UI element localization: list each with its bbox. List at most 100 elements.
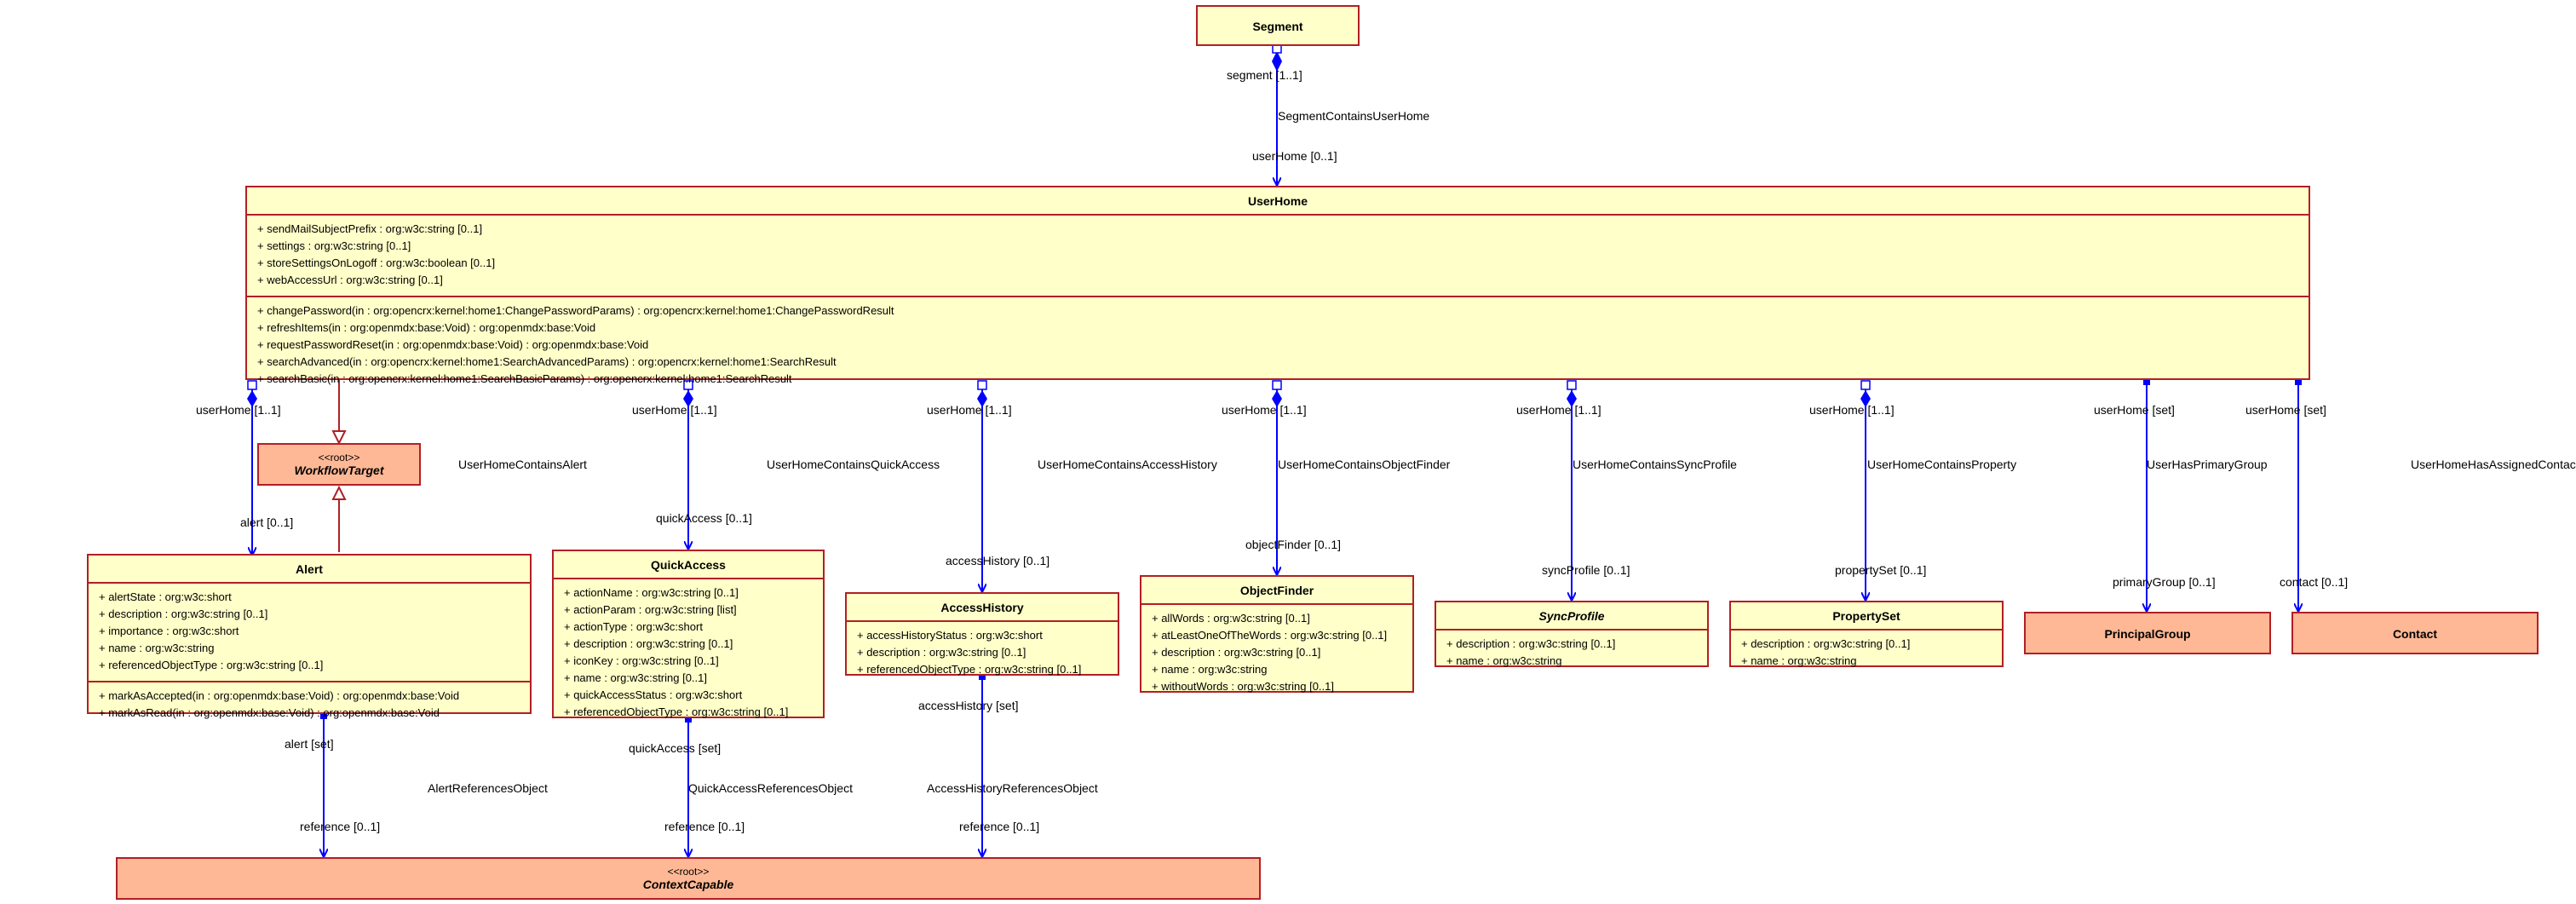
- class-segment[interactable]: Segment: [1196, 5, 1360, 46]
- attribute: + referencedObjectType : org:w3c:string …: [857, 663, 1082, 676]
- role-label: propertySet [0..1]: [1835, 563, 1927, 577]
- attribute: + iconKey : org:w3c:string [0..1]: [564, 654, 719, 667]
- role-label: userHome [1..1]: [1222, 403, 1307, 417]
- role-label: userHome [1..1]: [1516, 403, 1601, 417]
- association-name: UserHomeContainsObjectFinder: [1278, 458, 1451, 471]
- composition-diamond-segment: [1272, 51, 1282, 72]
- operation: + searchAdvanced(in : org:opencrx:kernel…: [257, 355, 837, 368]
- end-marker-contact: [2295, 380, 2302, 385]
- role-label: userHome [1..1]: [632, 403, 717, 417]
- operation: + requestPasswordReset(in : org:openmdx:…: [257, 338, 649, 351]
- association-name: UserHomeHasAssignedContact: [2411, 458, 2576, 471]
- composition-diamond-objectfinder: [1272, 390, 1282, 407]
- class-name-alert: Alert: [296, 562, 323, 576]
- class-contact[interactable]: Contact: [2291, 612, 2539, 654]
- class-quickaccess[interactable]: QuickAccess + actionName : org:w3c:strin…: [552, 550, 825, 718]
- class-propertyset[interactable]: PropertySet + description : org:w3c:stri…: [1729, 601, 2004, 667]
- attribute: + alertState : org:w3c:short: [99, 590, 232, 603]
- class-name-contact: Contact: [2392, 626, 2438, 641]
- class-name-objectfinder: ObjectFinder: [1239, 584, 1314, 597]
- end-marker-alert-ref: [320, 714, 327, 719]
- attributes-objectfinder: + allWords : org:w3c:string [0..1] + atL…: [1141, 603, 1412, 702]
- attribute: + name : org:w3c:string: [1741, 654, 1857, 667]
- association-name: SegmentContainsUserHome: [1278, 109, 1430, 123]
- composition-diamond-accesshistory: [977, 390, 987, 407]
- end-marker-quickaccess-ref: [685, 717, 692, 723]
- class-workflowtarget[interactable]: <<root>> WorkflowTarget: [257, 443, 421, 486]
- composition-diamond-syncprofile: [1567, 390, 1577, 407]
- end-square-objectfinder: [1272, 380, 1282, 390]
- attributes-quickaccess: + actionName : org:w3c:string [0..1] + a…: [554, 578, 823, 728]
- class-syncprofile[interactable]: SyncProfile + description : org:w3c:stri…: [1435, 601, 1709, 667]
- end-square-propertyset: [1860, 380, 1871, 390]
- class-alert[interactable]: Alert + alertState : org:w3c:short + des…: [87, 554, 532, 719]
- attribute: + actionType : org:w3c:short: [564, 620, 703, 633]
- role-label: reference [0..1]: [959, 820, 1040, 833]
- composition-diamond-quickaccess: [683, 390, 693, 407]
- class-name-syncprofile: SyncProfile: [1538, 609, 1605, 623]
- attribute: + description : org:w3c:string [0..1]: [857, 646, 1026, 659]
- role-label: userHome [1..1]: [196, 403, 281, 417]
- attribute: + accessHistoryStatus : org:w3c:short: [857, 629, 1043, 642]
- attribute: + sendMailSubjectPrefix : org:w3c:string…: [257, 222, 483, 235]
- role-label: alert [set]: [285, 737, 334, 751]
- role-label: contact [0..1]: [2280, 575, 2349, 589]
- association-name: UserHomeContainsSyncProfile: [1573, 458, 1737, 471]
- attribute: + actionParam : org:w3c:string [list]: [564, 603, 737, 616]
- class-name-userhome: UserHome: [1247, 194, 1308, 208]
- association-name: UserHomeContainsProperty: [1867, 458, 2017, 471]
- end-square-alert: [247, 380, 257, 390]
- role-label: userHome [set]: [2245, 403, 2326, 417]
- inherit-arrow-userhome: [331, 430, 347, 446]
- attribute: + actionName : org:w3c:string [0..1]: [564, 586, 739, 599]
- role-label: accessHistory [set]: [918, 699, 1019, 712]
- class-name-contextcapable: ContextCapable: [642, 878, 734, 891]
- operations-alert: + markAsAccepted(in : org:openmdx:base:V…: [89, 681, 530, 728]
- class-name-segment: Segment: [1252, 19, 1303, 33]
- class-name-propertyset: PropertySet: [1832, 609, 1900, 623]
- role-label: segment [1..1]: [1227, 68, 1302, 82]
- inherit-arrow-alert: [331, 485, 347, 500]
- attributes-accesshistory: + accessHistoryStatus : org:w3c:short + …: [847, 620, 1118, 685]
- class-name-quickaccess: QuickAccess: [651, 558, 726, 572]
- attribute: + name : org:w3c:string: [99, 642, 215, 654]
- attributes-syncprofile: + description : org:w3c:string [0..1] + …: [1436, 629, 1707, 677]
- class-principalgroup[interactable]: PrincipalGroup: [2024, 612, 2271, 654]
- association-name: AlertReferencesObject: [428, 781, 548, 795]
- role-label: userHome [1..1]: [1809, 403, 1895, 417]
- attribute: + quickAccessStatus : org:w3c:short: [564, 688, 743, 701]
- class-contextcapable[interactable]: <<root>> ContextCapable: [116, 857, 1261, 900]
- attribute: + allWords : org:w3c:string [0..1]: [1152, 612, 1310, 625]
- role-label: syncProfile [0..1]: [1542, 563, 1630, 577]
- role-label: reference [0..1]: [300, 820, 381, 833]
- association-name: UserHasPrimaryGroup: [2147, 458, 2268, 471]
- end-square-accesshistory: [977, 380, 987, 390]
- class-userhome[interactable]: UserHome + sendMailSubjectPrefix : org:w…: [245, 186, 2310, 385]
- role-label: primaryGroup [0..1]: [2113, 575, 2216, 589]
- attribute: + name : org:w3c:string [0..1]: [564, 671, 707, 684]
- operation: + markAsRead(in : org:openmdx:base:Void)…: [99, 706, 440, 719]
- association-name: AccessHistoryReferencesObject: [927, 781, 1098, 795]
- operation: + refreshItems(in : org:openmdx:base:Voi…: [257, 321, 596, 334]
- class-accesshistory[interactable]: AccessHistory + accessHistoryStatus : or…: [845, 592, 1119, 676]
- end-marker-accesshistory-ref: [979, 675, 986, 680]
- class-name-workflowtarget: WorkflowTarget: [294, 464, 384, 477]
- attribute: + storeSettingsOnLogoff : org:w3c:boolea…: [257, 256, 496, 269]
- attribute: + description : org:w3c:string [0..1]: [1741, 637, 1911, 650]
- role-label: objectFinder [0..1]: [1245, 538, 1342, 551]
- operation: + searchBasic(in : org:opencrx:kernel:ho…: [257, 372, 792, 385]
- class-objectfinder[interactable]: ObjectFinder + allWords : org:w3c:string…: [1140, 575, 1414, 693]
- class-title-contextcapable: <<root>> ContextCapable: [638, 862, 739, 895]
- association-name: UserHomeContainsAlert: [458, 458, 587, 471]
- role-label: userHome [set]: [2094, 403, 2175, 417]
- operations-userhome: + changePassword(in : org:opencrx:kernel…: [247, 296, 2309, 394]
- role-label: accessHistory [0..1]: [946, 554, 1050, 567]
- stereotype-contextcapable: <<root>>: [667, 866, 710, 878]
- attribute: + referencedObjectType : org:w3c:string …: [99, 659, 324, 671]
- role-label: alert [0..1]: [240, 515, 294, 529]
- attribute: + description : org:w3c:string [0..1]: [564, 637, 733, 650]
- association-name: QuickAccessReferencesObject: [688, 781, 853, 795]
- attribute: + description : org:w3c:string [0..1]: [99, 607, 268, 620]
- role-label: quickAccess [0..1]: [656, 511, 752, 525]
